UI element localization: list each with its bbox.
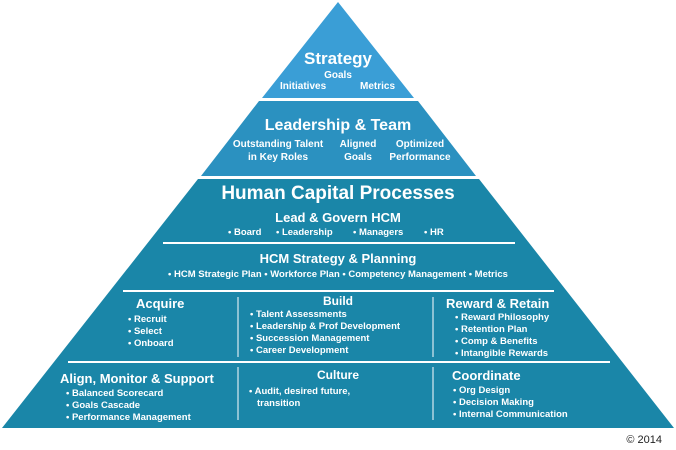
acquire-item: • Recruit bbox=[128, 314, 167, 325]
govern-item-managers: • Managers bbox=[353, 227, 404, 238]
reward-item: • Reward Philosophy bbox=[455, 312, 550, 323]
leadership-talent-1: Outstanding Talent bbox=[232, 139, 324, 150]
strategy-metrics: Metrics bbox=[360, 81, 396, 92]
hcm-title: Human Capital Processes bbox=[221, 183, 455, 204]
planning-items: • HCM Strategic Plan • Workforce Plan • … bbox=[168, 269, 508, 280]
acquire-title: Acquire bbox=[136, 296, 185, 311]
build-item: • Succession Management bbox=[250, 333, 370, 344]
culture-title: Culture bbox=[317, 368, 359, 382]
build-item: • Career Development bbox=[250, 345, 349, 356]
coordinate-title: Coordinate bbox=[452, 368, 521, 383]
leadership-aligned-1: Aligned bbox=[339, 139, 377, 150]
strategy-goals: Goals bbox=[324, 70, 352, 81]
acquire-item: • Onboard bbox=[128, 338, 174, 349]
copyright-text: © 2014 bbox=[626, 434, 662, 446]
planning-title: HCM Strategy & Planning bbox=[259, 251, 417, 266]
leadership-talent-2: in Key Roles bbox=[247, 152, 309, 163]
govern-item-hr: • HR bbox=[424, 227, 444, 238]
strategy-tier bbox=[262, 2, 414, 98]
leadership-title: Leadership & Team bbox=[264, 117, 412, 134]
reward-item: • Comp & Benefits bbox=[455, 336, 538, 347]
reward-item: • Retention Plan bbox=[455, 324, 528, 335]
strategy-initiatives: Initiatives bbox=[280, 81, 327, 92]
leadership-optimized-2: Performance bbox=[389, 152, 451, 163]
align-item: • Goals Cascade bbox=[66, 400, 141, 411]
coordinate-item: • Internal Communication bbox=[453, 409, 568, 420]
acquire-item: • Select bbox=[128, 326, 162, 337]
govern-item-leadership: • Leadership bbox=[276, 227, 333, 238]
culture-item: transition bbox=[257, 398, 301, 409]
hcm-tier bbox=[2, 179, 674, 428]
build-title: Build bbox=[323, 294, 353, 308]
culture-item: • Audit, desired future, bbox=[249, 386, 351, 397]
build-item: • Talent Assessments bbox=[250, 309, 347, 320]
align-item: • Performance Management bbox=[66, 412, 191, 423]
govern-title: Lead & Govern HCM bbox=[275, 210, 401, 225]
leadership-tier bbox=[201, 101, 476, 176]
reward-item: • Intangible Rewards bbox=[455, 348, 549, 359]
strategy-title: Strategy bbox=[303, 49, 373, 68]
leadership-aligned-2: Goals bbox=[344, 152, 372, 163]
reward-title: Reward & Retain bbox=[446, 296, 550, 311]
govern-item-board: • Board bbox=[228, 227, 262, 238]
align-title: Align, Monitor & Support bbox=[60, 371, 214, 386]
coordinate-item: • Decision Making bbox=[453, 397, 534, 408]
leadership-optimized-1: Optimized bbox=[395, 139, 445, 150]
coordinate-item: • Org Design bbox=[453, 385, 511, 396]
align-item: • Balanced Scorecard bbox=[66, 388, 164, 399]
build-item: • Leadership & Prof Development bbox=[250, 321, 401, 332]
